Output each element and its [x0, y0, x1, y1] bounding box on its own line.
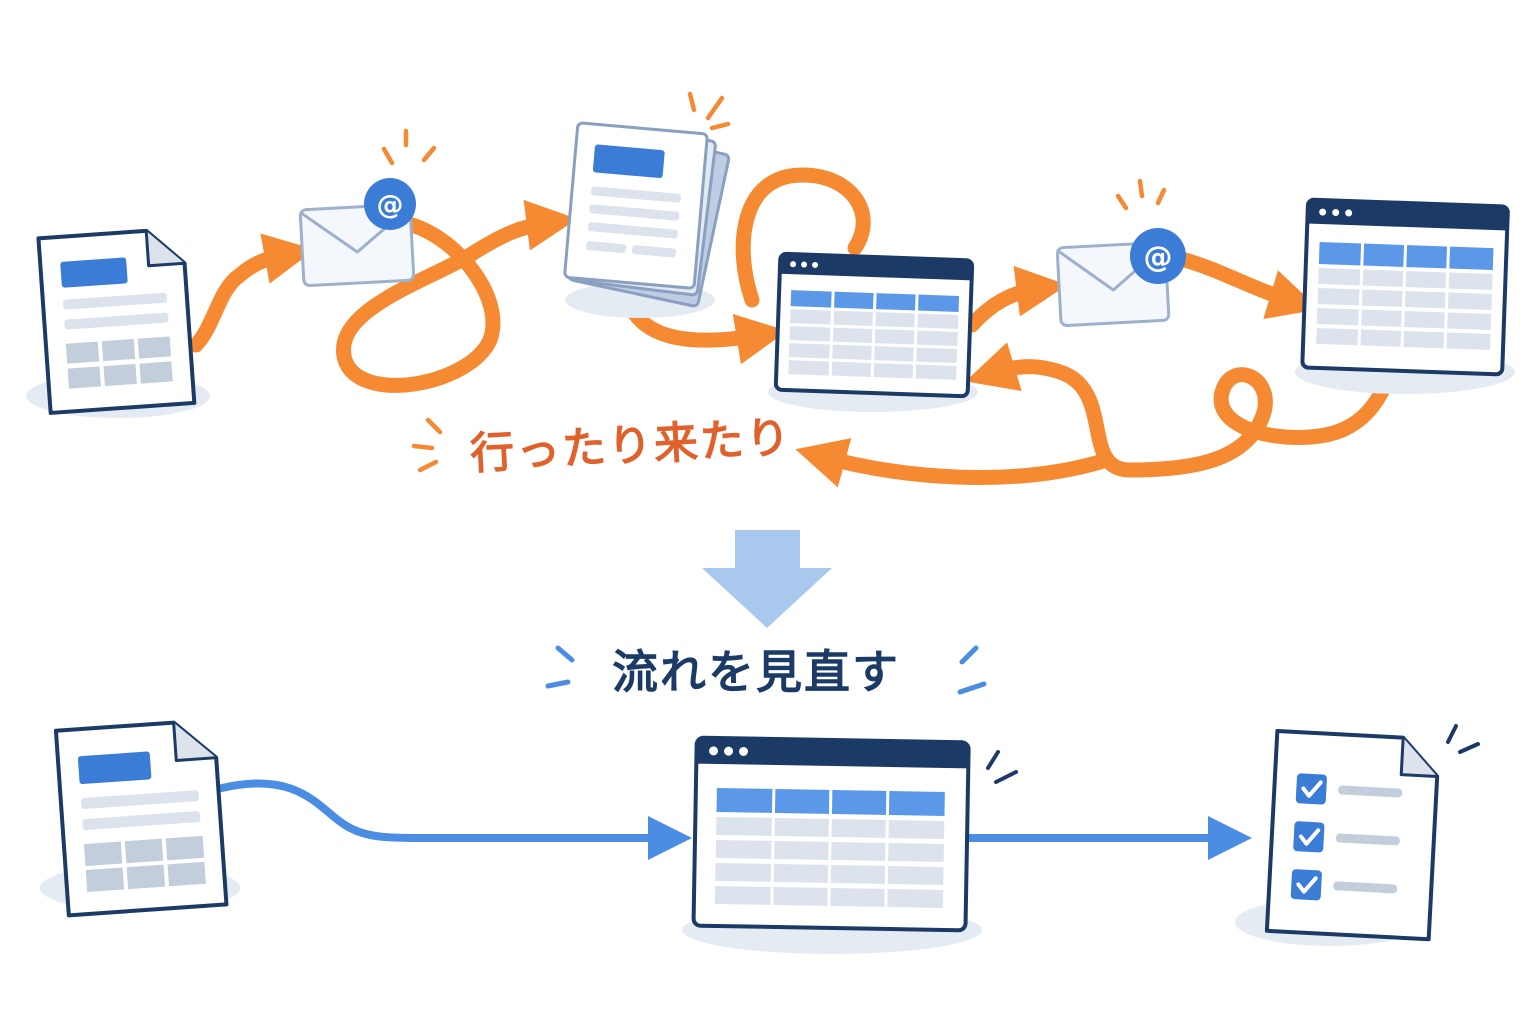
- arrow-email2-to-sheet2: [1177, 252, 1320, 320]
- email-icon: @: [298, 128, 437, 288]
- review-label: 流れを見直す: [612, 645, 900, 699]
- sparkle-lines: [381, 128, 437, 166]
- sparkle-lines: [1446, 724, 1480, 754]
- spreadsheet-window-icon-3: [682, 735, 1018, 954]
- sparkle-lines: [986, 750, 1018, 784]
- sparkle-lines: [1115, 178, 1167, 211]
- down-arrow-icon: [702, 530, 832, 628]
- at-badge-glyph: @: [1144, 240, 1173, 274]
- loop-around-sheet: [735, 167, 871, 308]
- at-badge-glyph: @: [377, 190, 404, 221]
- review-sparkles: [545, 645, 987, 695]
- spreadsheet-window-icon: [768, 251, 978, 412]
- sparkle-lines: [687, 91, 731, 131]
- email-icon-2: @: [1055, 178, 1186, 327]
- return-arrow-to-label: [795, 438, 1108, 488]
- paper-stack-icon: [563, 91, 731, 318]
- at-badge-icon: [364, 178, 416, 230]
- checkbox-icon: [1295, 773, 1327, 805]
- arrow-sheet-to-email2: [964, 265, 1068, 333]
- checkbox-icon: [1290, 869, 1322, 901]
- label-sparkles: [411, 417, 443, 473]
- return-loop-to-sheet: [965, 342, 1393, 478]
- loop-email-to-papers: [336, 199, 578, 393]
- document-icon-2: [40, 720, 240, 918]
- document-icon: [26, 228, 210, 418]
- checkbox-icon: [1293, 821, 1325, 853]
- arrow-doc-to-sheet: [218, 779, 692, 860]
- at-badge-icon: [1130, 228, 1186, 284]
- arrow-doc-to-email: [188, 233, 316, 353]
- streamlined-connectors: [218, 779, 1252, 860]
- spreadsheet-window-icon-2: [1295, 197, 1515, 394]
- checklist-document-icon: [1235, 724, 1480, 946]
